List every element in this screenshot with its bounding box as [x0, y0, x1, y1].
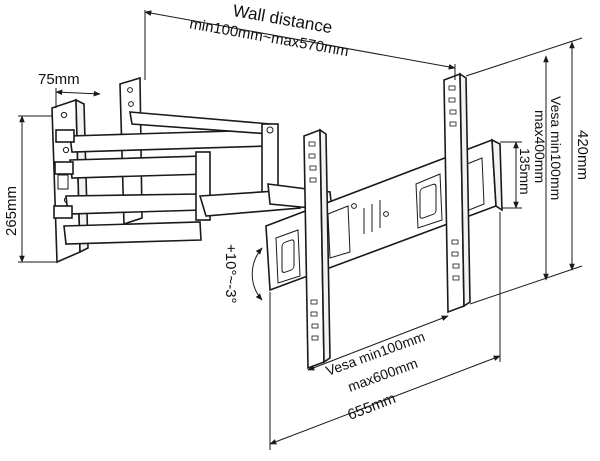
- total-width-label: 655mm: [345, 390, 398, 424]
- plate-height-label: 135mm: [517, 148, 533, 195]
- vesa-vertical-label-2: max400mm: [532, 110, 548, 183]
- wall-plate-height-label: 265mm: [3, 186, 20, 236]
- total-height-label: 420mm: [574, 130, 591, 180]
- tilt-label: +10°~-3°: [222, 244, 239, 304]
- dimension-lines: [18, 10, 583, 450]
- wall-plate-width-label: 75mm: [38, 71, 80, 88]
- vesa-vertical-label-1: Vesa min100mm: [548, 96, 564, 200]
- swing-arms: [53, 111, 333, 245]
- vertical-rails: [303, 72, 471, 370]
